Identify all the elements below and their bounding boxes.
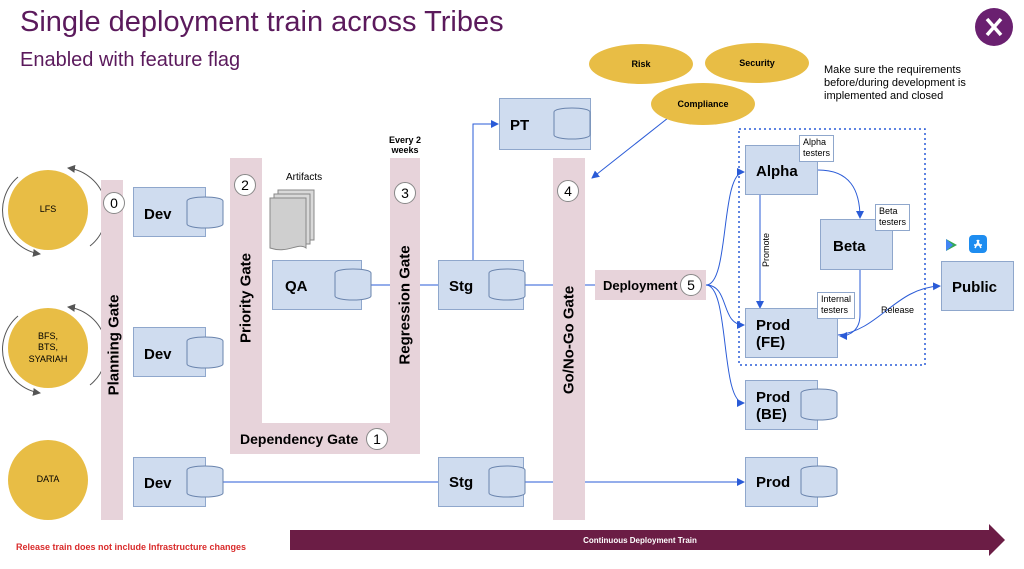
planning-gate-label: Planning Gate [105, 294, 123, 396]
dev-box-lfs-label: Dev [144, 206, 172, 223]
tribe-bfs-label: BFS, BTS, SYARIAH [28, 331, 68, 364]
arrow-release [837, 282, 941, 336]
arrow-deploy-prodbe [705, 284, 745, 407]
priority-gate-label: Priority Gate [237, 252, 255, 344]
database-icon-pt [553, 107, 591, 140]
cycle-arrow-lfs-left [2, 176, 41, 257]
arrow-deploy-prodfe [705, 284, 745, 329]
tribe-data: DATA [8, 440, 88, 520]
database-icon-qa [334, 268, 372, 301]
risk-ellipse: Risk [589, 44, 693, 84]
gate-number-1: 1 [366, 428, 388, 450]
gate-number-4: 4 [557, 180, 579, 202]
public-box-label: Public [952, 279, 998, 296]
page-title: Single deployment train across Tribes [20, 6, 504, 38]
dev-box-data-label: Dev [144, 475, 172, 492]
play-store-icon [946, 239, 957, 251]
arrow-stg-pt [472, 120, 499, 262]
infrastructure-warning: Release train does not include Infrastru… [16, 542, 247, 552]
alpha-testers-note: Alpha testers [799, 135, 835, 162]
page-subtitle: Enabled with feature flag [20, 49, 241, 71]
prod-be-box-label: Prod (BE) [756, 389, 791, 424]
brand-logo-icon [975, 8, 1013, 46]
dev-box-bfs-label: Dev [144, 346, 172, 363]
arrow-compliance-gate [591, 117, 669, 179]
database-icon-stg-data [488, 465, 526, 498]
every-2-weeks-label: Every 2 weeks [388, 135, 422, 155]
prod-fe-box-label: Prod (FE) [756, 317, 791, 352]
internal-testers-note: Internal testers [817, 292, 856, 319]
artifacts-label: Artifacts [286, 172, 323, 183]
deployment-train-bar: Continuous Deployment Train [290, 530, 990, 550]
prod-box-data-label: Prod [756, 474, 791, 491]
gate-number-3: 3 [394, 182, 416, 204]
tribe-lfs: LFS [8, 170, 88, 250]
release-container [738, 128, 926, 366]
deployment-train-arrowhead [989, 524, 1005, 556]
requirements-note: Make sure the requirements before/during… [824, 64, 966, 103]
release-label: Release [881, 305, 915, 315]
qa-box-label: QA [285, 278, 308, 295]
alpha-box-label: Alpha [756, 163, 798, 180]
dependency-gate-label: Dependency Gate [240, 431, 359, 447]
pt-box-label: PT [510, 117, 530, 134]
go-no-go-gate-label: Go/No-Go Gate [560, 285, 578, 395]
database-icon-dev-data [186, 465, 224, 498]
promote-label: Promote [761, 232, 771, 268]
security-ellipse: Security [705, 43, 809, 83]
alpha-box: Alpha [745, 145, 818, 195]
cycle-arrow-bfs-left [2, 315, 41, 396]
beta-box-label: Beta [833, 238, 866, 255]
go-no-go-gate [553, 158, 585, 520]
priority-gate [230, 158, 262, 454]
dependency-gate [230, 423, 420, 454]
gate-number-0: 0 [103, 192, 125, 214]
regression-gate-label: Regression Gate [396, 245, 414, 365]
arrow-beta-prodfe [839, 270, 861, 340]
public-box: Public [941, 261, 1014, 311]
database-icon-stg [488, 268, 526, 301]
gate-number-2: 2 [234, 174, 256, 196]
stg-box-label: Stg [449, 278, 474, 295]
beta-testers-note: Beta testers [875, 204, 911, 231]
arrow-deploy-alpha [705, 168, 745, 286]
database-icon-prod-data [800, 465, 838, 498]
artifacts-document-icon [269, 189, 315, 251]
regression-gate [390, 158, 420, 454]
planning-gate [101, 180, 123, 520]
compliance-ellipse: Compliance [651, 83, 755, 125]
stg-box-data-label: Stg [449, 474, 474, 491]
database-icon-dev-bfs [186, 336, 224, 369]
database-icon-prod-be [800, 388, 838, 421]
database-icon-dev-lfs [186, 196, 224, 229]
app-store-icon [969, 235, 987, 253]
tribe-bfs: BFS, BTS, SYARIAH [8, 308, 88, 388]
gate-number-5: 5 [680, 274, 702, 296]
deployment-label: Deployment [603, 278, 678, 293]
arrow-alpha-beta [817, 169, 864, 219]
